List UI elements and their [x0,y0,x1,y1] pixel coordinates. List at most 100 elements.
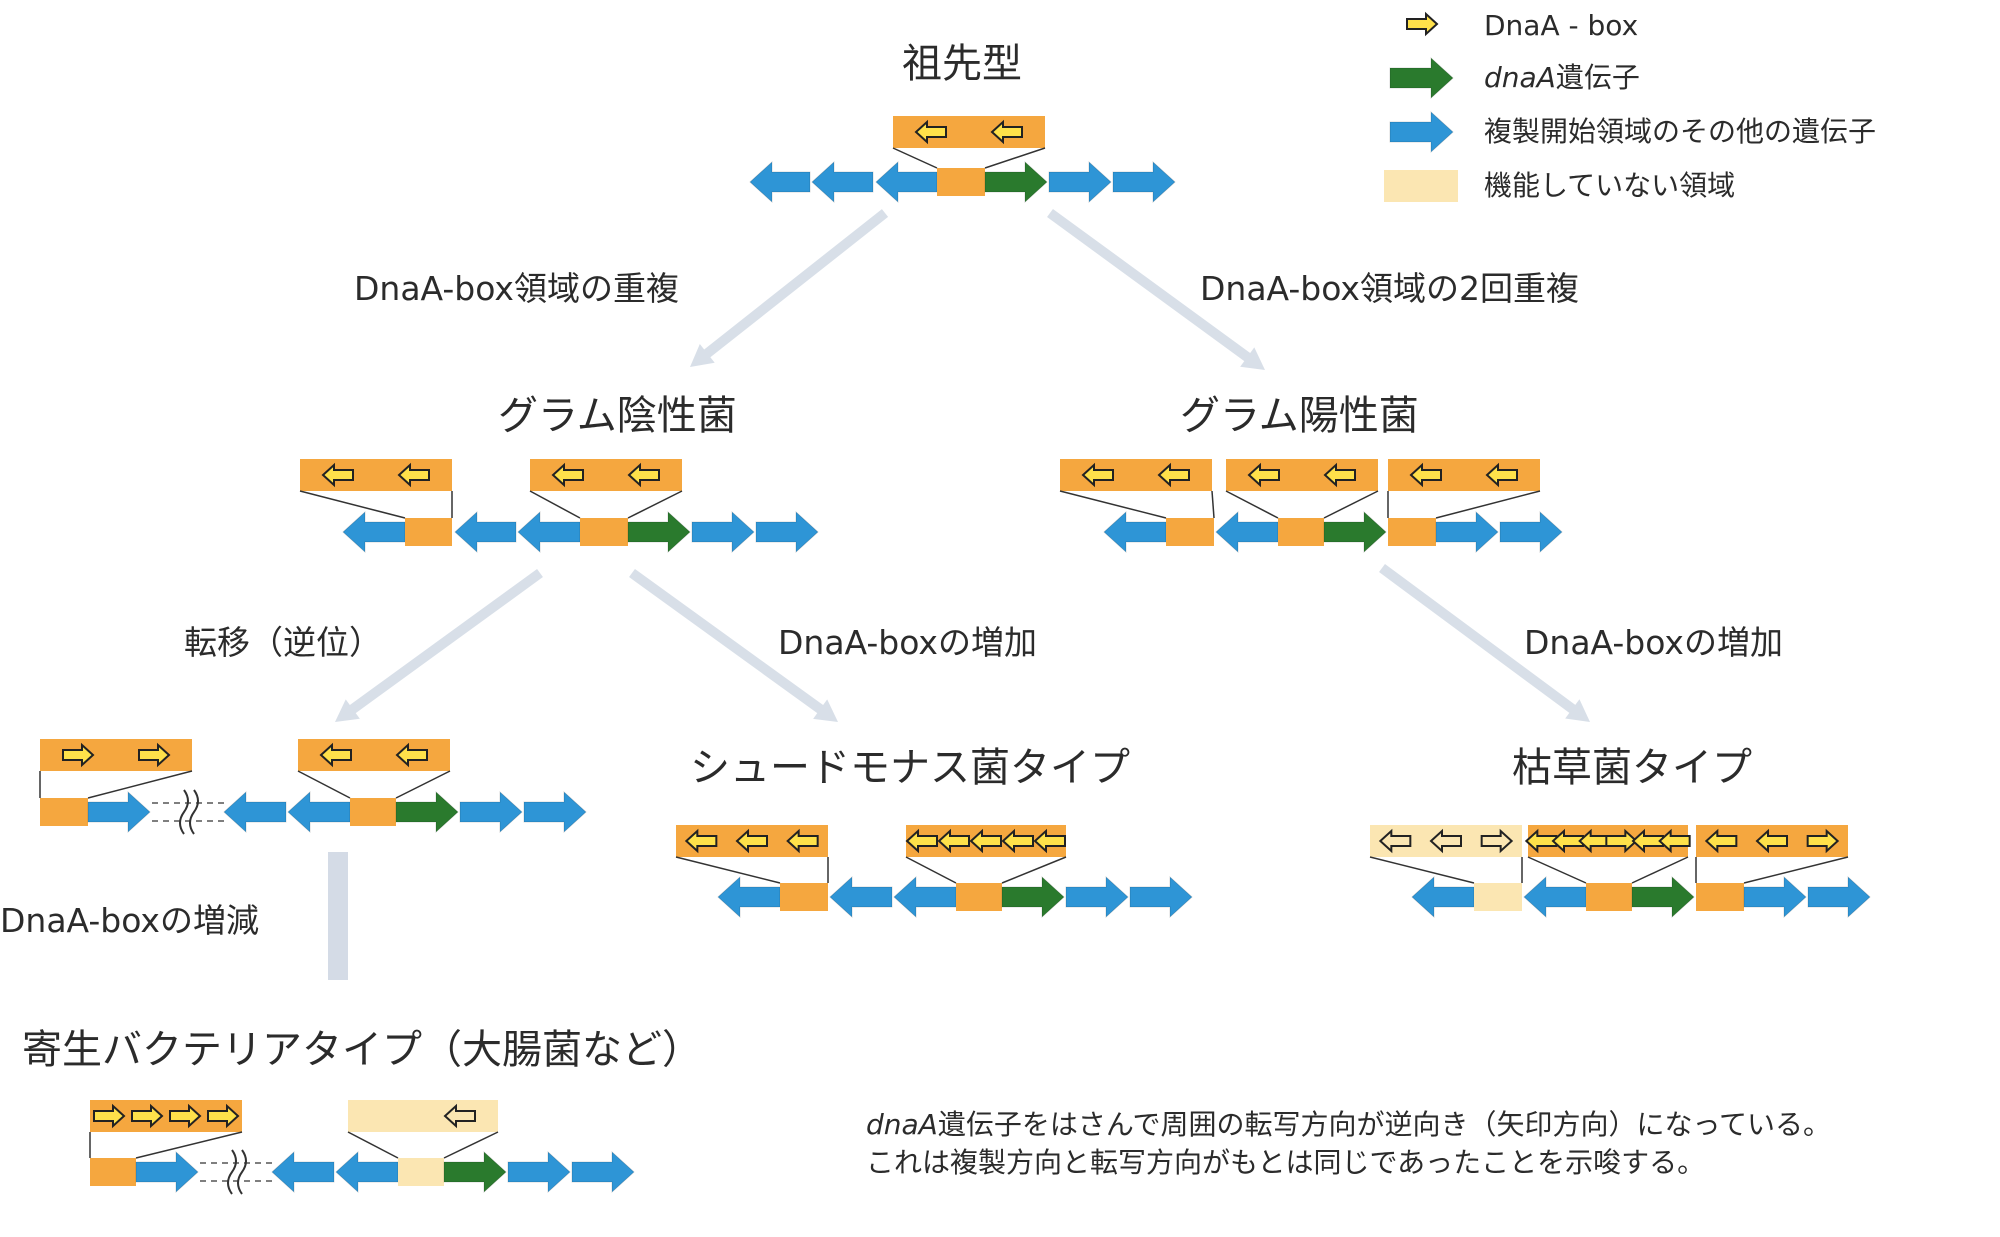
bacillus-dnaa-box-region-arrow [1605,828,1638,854]
legend-dnaa-gene-name: dnaA [1484,61,1556,94]
parasitic-dnaa-box-region-arrow [131,1103,164,1129]
legend-other-genes-label: 複製開始領域のその他の遺伝子 [1484,115,1877,148]
intermediate-gene-arrow [523,790,587,834]
intermediate-gene-arrow [287,790,351,834]
intermediate-zoom-line-right [87,770,193,799]
gram-pos-zoom-line-left [1059,490,1167,519]
pseudomonas-gene-arrow [717,875,781,919]
bacillus-dnaa-box-region-arrow [1658,828,1691,854]
ancestral-gene-arrow [875,160,938,204]
intermediate-zoom-line-left [297,770,351,799]
parasitic-zoom-line-right [135,1131,243,1159]
gram-neg-zoom-line-left [529,490,581,519]
ancestral-dnaa-gene [984,160,1048,204]
intermediate-gap-break-2 [189,789,199,835]
edge-label-increase-decrease: DnaA-boxの増減 [0,901,259,940]
gram-pos-zoom-line-right [1323,490,1379,519]
legend-dnaa-gene-label: dnaA遺伝子 [1484,64,1640,92]
bacillus-nonfunctional-segment [1474,883,1522,911]
gram-neg-dnaa-box-region-arrow [551,462,584,488]
edge-label-transposition: 転移（逆位） [184,623,382,662]
gram-pos-dnaa-box-region-arrow [1157,462,1190,488]
bacillus-dnaa-gene [1631,875,1695,919]
gram-neg-zoom-line-right [627,490,683,519]
legend-nonfunctional-label: 機能していない領域 [1484,169,1736,202]
bacillus-zoom-line-right [1631,856,1689,884]
parasitic-zoom-line-left [347,1131,399,1159]
gram-neg-dnaa-box-segment [405,518,452,546]
bacillus-zoom-line-left [1369,856,1475,884]
ancestral-dnaa-box-region-arrow [914,119,947,145]
gram-pos-zoom-line-right [1435,490,1541,519]
bacillus-dnaa-box-region-arrow [1551,828,1584,854]
gram-pos-dnaa-box-segment [1166,518,1214,546]
bacillus-gene-arrow [1411,875,1475,919]
gram-pos-dnaa-box-region-arrow [1485,462,1518,488]
parasitic-gene-arrow [571,1150,635,1194]
explanatory-note: dnaA遺伝子をはさんで周囲の転写方向が逆向き（矢印方向）になっている。 これは… [866,1106,1831,1182]
edge-label-increase-left: DnaA-boxの増加 [778,623,1037,662]
parasitic-gene-arrow [335,1150,399,1194]
gram-neg-gene-arrow [517,510,581,554]
parasitic-gap-break-1 [227,1149,237,1195]
legend-other-gene-icon [1389,110,1454,154]
title-ancestral: 祖先型 [902,41,1022,87]
intermediate-dnaa-box-region-arrow [319,742,352,768]
title-pseudomonas: シュードモナス菌タイプ [690,745,1130,791]
gram-pos-gene-arrow [1499,510,1563,554]
gram-neg-dnaa-gene [627,510,691,554]
ancestral-dnaa-box-segment [937,168,985,196]
gram-pos-gene-arrow [1103,510,1167,554]
intermediate-dnaa-box-region-arrow [395,742,428,768]
pseudomonas-zoom-line-right [1001,856,1067,884]
title-bacillus: 枯草菌タイプ [1512,745,1752,791]
intermediate-zoom-line-right [395,770,451,799]
edge-label-duplication-twice: DnaA-box領域の2回重複 [1200,269,1579,308]
intermediate-dnaa-box-segment [350,798,396,826]
parasitic-nonfunctional-arrow [443,1103,476,1129]
legend-dnaa-box-label: DnaA - box [1484,9,1639,42]
gram-neg-dnaa-box-region-arrow [397,462,430,488]
flow-arrow-to-gram-positive [1047,208,1265,370]
gram-pos-gene-arrow [1435,510,1499,554]
gram-pos-dnaa-box-region-arrow [1409,462,1442,488]
parasitic-dnaa-box-region-arrow [207,1103,240,1129]
gram-pos-dnaa-gene [1323,510,1387,554]
pseudomonas-gene-arrow [1129,875,1193,919]
legend-dnaa-box-icon [1406,11,1439,37]
note-gene-name: dnaA [866,1108,938,1141]
gram-pos-dnaa-box-segment [1388,518,1436,546]
intermediate-dnaa-gene [395,790,459,834]
gram-neg-gene-arrow [691,510,755,554]
intermediate-dnaa-box-region-arrow [138,742,171,768]
ancestral-gene-arrow [1112,160,1176,204]
intermediate-gene-arrow [459,790,523,834]
pseudomonas-dnaa-gene [1001,875,1065,919]
pseudomonas-gene-arrow [1065,875,1129,919]
pseudomonas-dnaa-box-segment [780,883,828,911]
gram-pos-gene-arrow [1215,510,1279,554]
intermediate-gap-break-1 [179,789,189,835]
bacillus-dnaa-box-region-arrow [1806,828,1840,854]
intermediate-gene-arrow [87,790,151,834]
gram-neg-zoom-line-left [299,490,406,519]
pseudomonas-dnaa-box-region-arrow [905,828,938,854]
gram-neg-dnaa-box-region-arrow [627,462,660,488]
gram-pos-dnaa-box-region-arrow [1081,462,1114,488]
pseudomonas-gene-arrow [893,875,957,919]
pseudomonas-zoom-line-left [675,856,781,884]
note-line-2: これは複製方向と転写方向がもとは同じであったことを示唆する。 [866,1145,1706,1179]
gram-neg-gene-arrow [342,510,406,554]
pseudomonas-dnaa-box-region-arrow [1033,828,1066,854]
legend-dnaa-gene-icon [1389,56,1454,100]
pseudomonas-dnaa-box-region-arrow [969,828,1002,854]
intermediate-gene-arrow [223,790,287,834]
ancestral-gene-arrow [749,160,811,204]
legend-nonfunctional-icon [1384,170,1458,202]
bacillus-nonfunctional-region-arrow [1480,828,1514,854]
note-line-1: dnaA遺伝子をはさんで周囲の転写方向が逆向き（矢印方向）になっている。 [866,1106,1831,1144]
pseudomonas-zoom-line-left [905,856,957,884]
gram-neg-dnaa-box-segment [580,518,628,546]
pseudomonas-gene-arrow [829,875,893,919]
